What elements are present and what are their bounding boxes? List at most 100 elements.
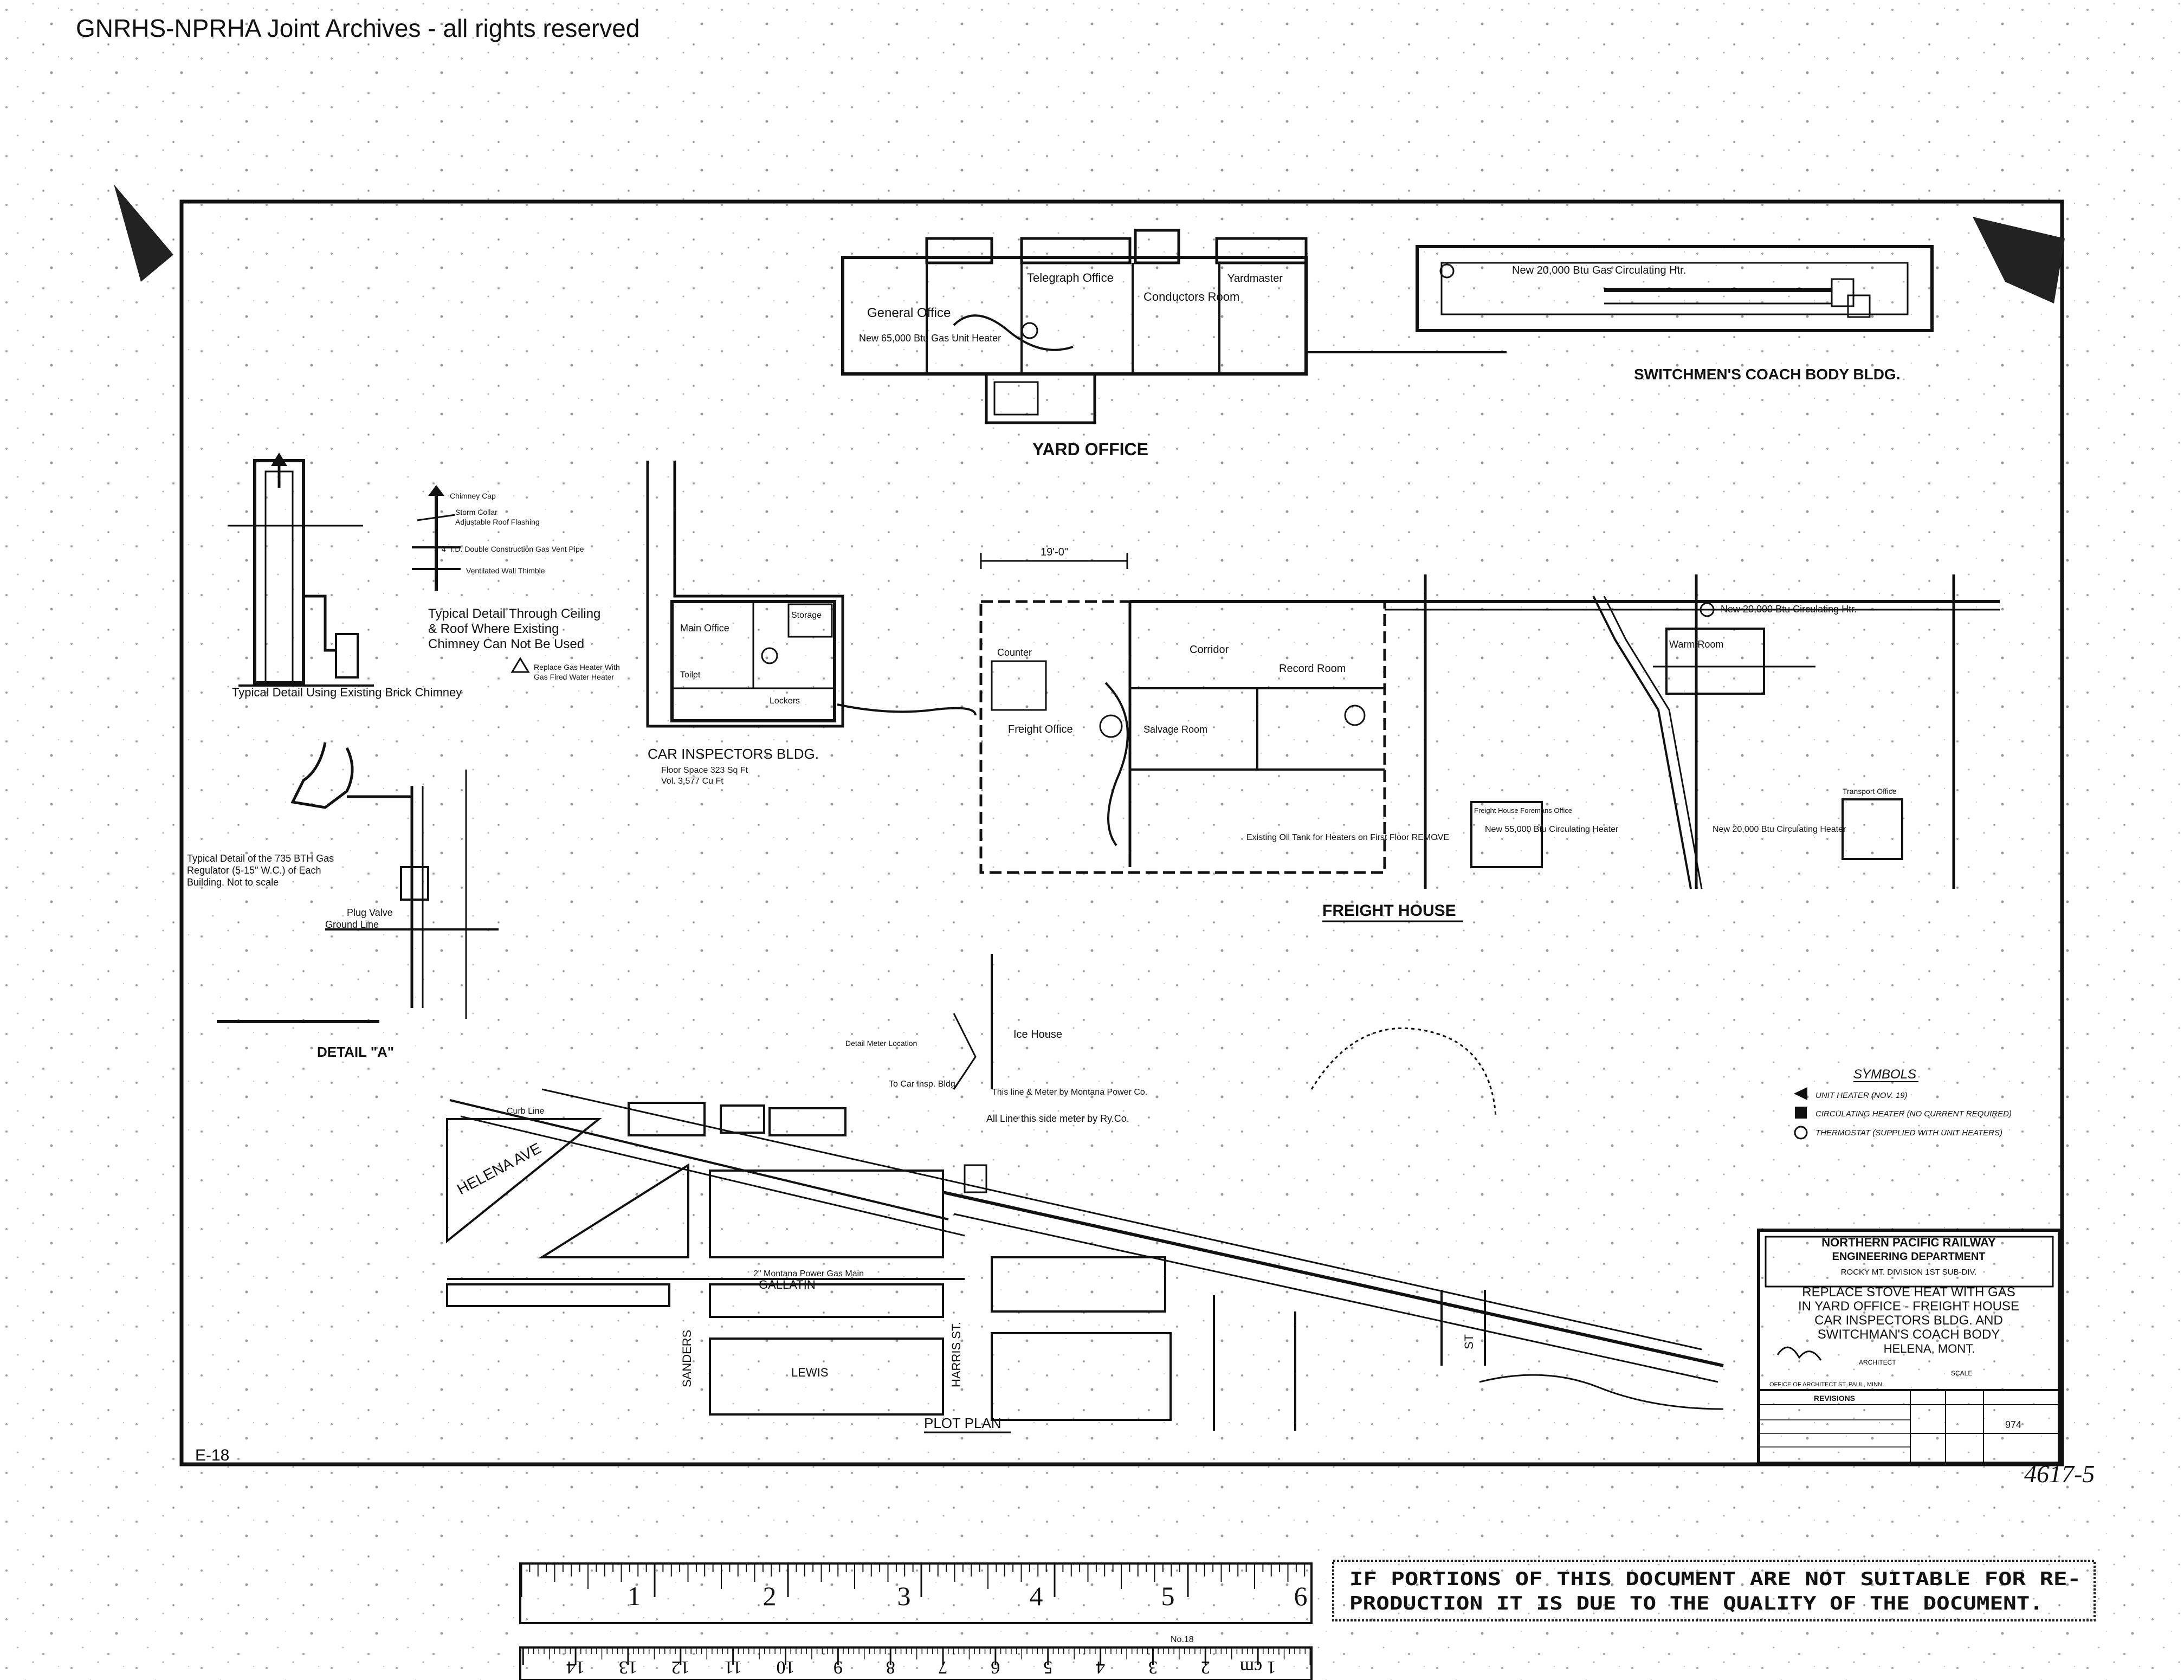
street-st: ST	[1462, 1334, 1476, 1349]
detail-a-label: DETAIL "A"	[317, 1044, 394, 1060]
plot-note-detail-meter: Detail Meter Location	[845, 1039, 917, 1048]
freight-house-label: FREIGHT HOUSE	[1322, 902, 1456, 920]
switchman-coach-plan: New 20,000 Btu Gas Circulating Htr. SWIT…	[1416, 245, 1934, 383]
regulator-detail: Typical Detail of the 735 BTH Gas Regula…	[187, 742, 499, 1060]
plot-note-ice-house: Ice House	[1013, 1029, 1062, 1041]
office-line: OFFICE OF ARCHITECT ST. PAUL, MINN.	[1769, 1381, 1884, 1388]
switchman-label: SWITCHMEN'S COACH BODY BLDG.	[1634, 366, 1900, 383]
freight-room-transport: Transport Office	[1843, 787, 1897, 796]
svg-text:Chimney Cap: Chimney Cap	[450, 492, 496, 500]
svg-text:Adjustable Roof Flashing: Adjustable Roof Flashing	[455, 518, 540, 526]
ruler-cm-label: 2	[1201, 1657, 1210, 1677]
ruler-cm-label: 11	[724, 1657, 742, 1677]
thermostat-symbol-icon	[1794, 1126, 1808, 1140]
revisions-label: REVISIONS	[1814, 1394, 1855, 1403]
brick-chimney-detail: Typical Detail Using Existing Brick Chim…	[228, 453, 462, 699]
plot-note-meter: This line & Meter by Montana Power Co.	[992, 1088, 1147, 1097]
car-inspectors-floor: Floor Space 323 Sq Ft	[661, 766, 748, 775]
ruler-maker: No.18	[1171, 1635, 1194, 1644]
ruler-cm-label: 6	[991, 1657, 1000, 1677]
ruler-inch-2: 2	[763, 1581, 777, 1611]
ci-room-storage: Storage	[791, 611, 822, 620]
reproduction-notice: IF PORTIONS OF THIS DOCUMENT ARE NOT SUI…	[1332, 1560, 2096, 1621]
freight-room-warm: Warm Room	[1669, 639, 1723, 650]
torn-corner-left	[114, 184, 173, 282]
scale-label: SCALE	[1951, 1369, 1972, 1377]
svg-text:4" I.D. Double Construction Ga: 4" I.D. Double Construction Gas Vent Pip…	[442, 545, 584, 553]
ground-line-label: Ground Line	[325, 919, 379, 930]
ruler-cm-label: 1 cm	[1240, 1657, 1276, 1677]
approved-label: ARCHITECT	[1859, 1359, 1896, 1366]
switchman-note: New 20,000 Btu Gas Circulating Htr.	[1512, 264, 1686, 276]
ceiling-detail-line1: Typical Detail Through Ceiling	[428, 606, 600, 621]
brick-chimney-caption: Typical Detail Using Existing Brick Chim…	[232, 686, 462, 699]
ruler-cm-label: 10	[776, 1657, 794, 1677]
freight-room-salvage: Salvage Room	[1143, 724, 1207, 735]
plot-note-curb: Curb Line	[507, 1107, 544, 1116]
ruler-inch-6: 6	[1294, 1581, 1308, 1611]
department-name: ENGINEERING DEPARTMENT	[1832, 1251, 1986, 1263]
notice-line-2: PRODUCTION IT IS DUE TO THE QUALITY OF T…	[1349, 1593, 2043, 1614]
yard-room-conductors: Conductors Room	[1143, 290, 1239, 303]
ruler-cm-label: 13	[619, 1657, 637, 1677]
title-location: HELENA, MONT.	[1884, 1342, 1975, 1355]
freight-house-plan: 19'-0" Counter Freight Office Corridor R…	[979, 546, 2000, 922]
street-harris: HARRIS ST.	[949, 1322, 963, 1387]
freight-note-2: New 55,000 Btu Circulating Heater	[1485, 825, 1619, 834]
symbol-unit-heater: UNIT HEATER (NOV. 19)	[1815, 1091, 1907, 1100]
drawing-number: 4617-5	[2024, 1460, 2095, 1488]
plot-note-gas-main: 2" Montana Power Gas Main	[753, 1269, 864, 1278]
ceiling-detail-line3: Chimney Can Not Be Used	[428, 637, 584, 651]
freight-room-office: Freight Office	[1008, 723, 1073, 735]
symbol-circulating-heater: CIRCULATING HEATER (NO CURRENT REQUIRED)	[1815, 1109, 2012, 1119]
title-line-1: REPLACE STOVE HEAT WITH GAS	[1802, 1285, 2015, 1300]
ceiling-roof-detail: Chimney Cap Storm Collar Adjustable Roof…	[412, 485, 620, 681]
circulating-heater-symbol-icon	[1795, 1107, 1807, 1119]
car-inspectors-volume: Vol. 3,577 Cu Ft	[661, 777, 723, 786]
drawing-border	[179, 199, 2064, 1466]
plug-valve-label: Plug Valve	[347, 907, 393, 918]
unit-heater-symbol-icon	[1794, 1087, 1807, 1100]
title-block: NORTHERN PACIFIC RAILWAY ENGINEERING DEP…	[1757, 1229, 2061, 1465]
sheet-mark: E-18	[195, 1446, 229, 1464]
freight-note-1: New 20,000 Btu Circulating Htr.	[1721, 604, 1857, 615]
ruler-cm-label: 12	[671, 1657, 690, 1677]
approval-signature	[1776, 1346, 1822, 1361]
symbols-legend: SYMBOLS UNIT HEATER (NOV. 19) CIRCULATIN…	[1794, 1067, 2012, 1140]
plot-plan-label: PLOT PLAN	[924, 1415, 1001, 1431]
notice-line-1: IF PORTIONS OF THIS DOCUMENT ARE NOT SUI…	[1349, 1568, 2081, 1590]
ruler-cm-label: 4	[1096, 1657, 1105, 1677]
symbols-heading: SYMBOLS	[1853, 1067, 1916, 1082]
plot-note-to-car: To Car Insp. Bldg.	[889, 1080, 958, 1089]
yard-room-telegraph: Telegraph Office	[1027, 271, 1114, 285]
heater-note-line1: Replace Gas Heater With	[534, 663, 620, 671]
plot-note-ry-line: All Line this side meter by Ry.Co.	[986, 1113, 1129, 1124]
ci-room-main: Main Office	[680, 623, 729, 634]
heater-note-line2: Gas Fired Water Heater	[534, 673, 614, 681]
title-line-2: IN YARD OFFICE - FREIGHT HOUSE	[1798, 1299, 2019, 1314]
ruler-cm-label: 8	[886, 1657, 895, 1677]
car-inspectors-plan: Main Office Storage Toilet Lockers CAR I…	[646, 461, 977, 786]
division-line: ROCKY MT. DIVISION 1ST SUB-DIV.	[1841, 1268, 1977, 1277]
title-line-3: CAR INSPECTORS BLDG. AND	[1814, 1313, 2003, 1328]
ruler-cm-label: 5	[1043, 1657, 1052, 1677]
street-gallatin: GALLATIN	[759, 1278, 816, 1291]
ci-room-toilet: Toilet	[680, 670, 701, 680]
freight-note-4: Existing Oil Tank for Heaters on First F…	[1246, 833, 1449, 842]
plot-plan: HELENA AVE GALLATIN LEWIS SANDERS HARRIS…	[446, 954, 1724, 1433]
ruler-cm-label: 9	[833, 1657, 843, 1677]
archive-header: GNRHS-NPRHA Joint Archives - all rights …	[76, 14, 639, 42]
freight-room-counter: Counter	[997, 647, 1032, 658]
freight-room-corridor: Corridor	[1190, 644, 1229, 656]
company-name: NORTHERN PACIFIC RAILWAY	[1821, 1236, 1996, 1249]
regulator-line1: Typical Detail of the 735 BTH Gas	[187, 853, 334, 864]
freight-room-foreman: Freight House Foremans Office	[1474, 806, 1572, 815]
yard-room-yardmaster: Yardmaster	[1227, 273, 1283, 285]
yard-office-label: YARD OFFICE	[1032, 440, 1148, 459]
ruler-cm-label: 7	[939, 1657, 948, 1677]
ruler-inch-3: 3	[897, 1581, 911, 1611]
ceiling-detail-line2: & Roof Where Existing	[428, 622, 559, 636]
freight-note-3: New 20,000 Btu Circulating Heater	[1713, 825, 1846, 834]
